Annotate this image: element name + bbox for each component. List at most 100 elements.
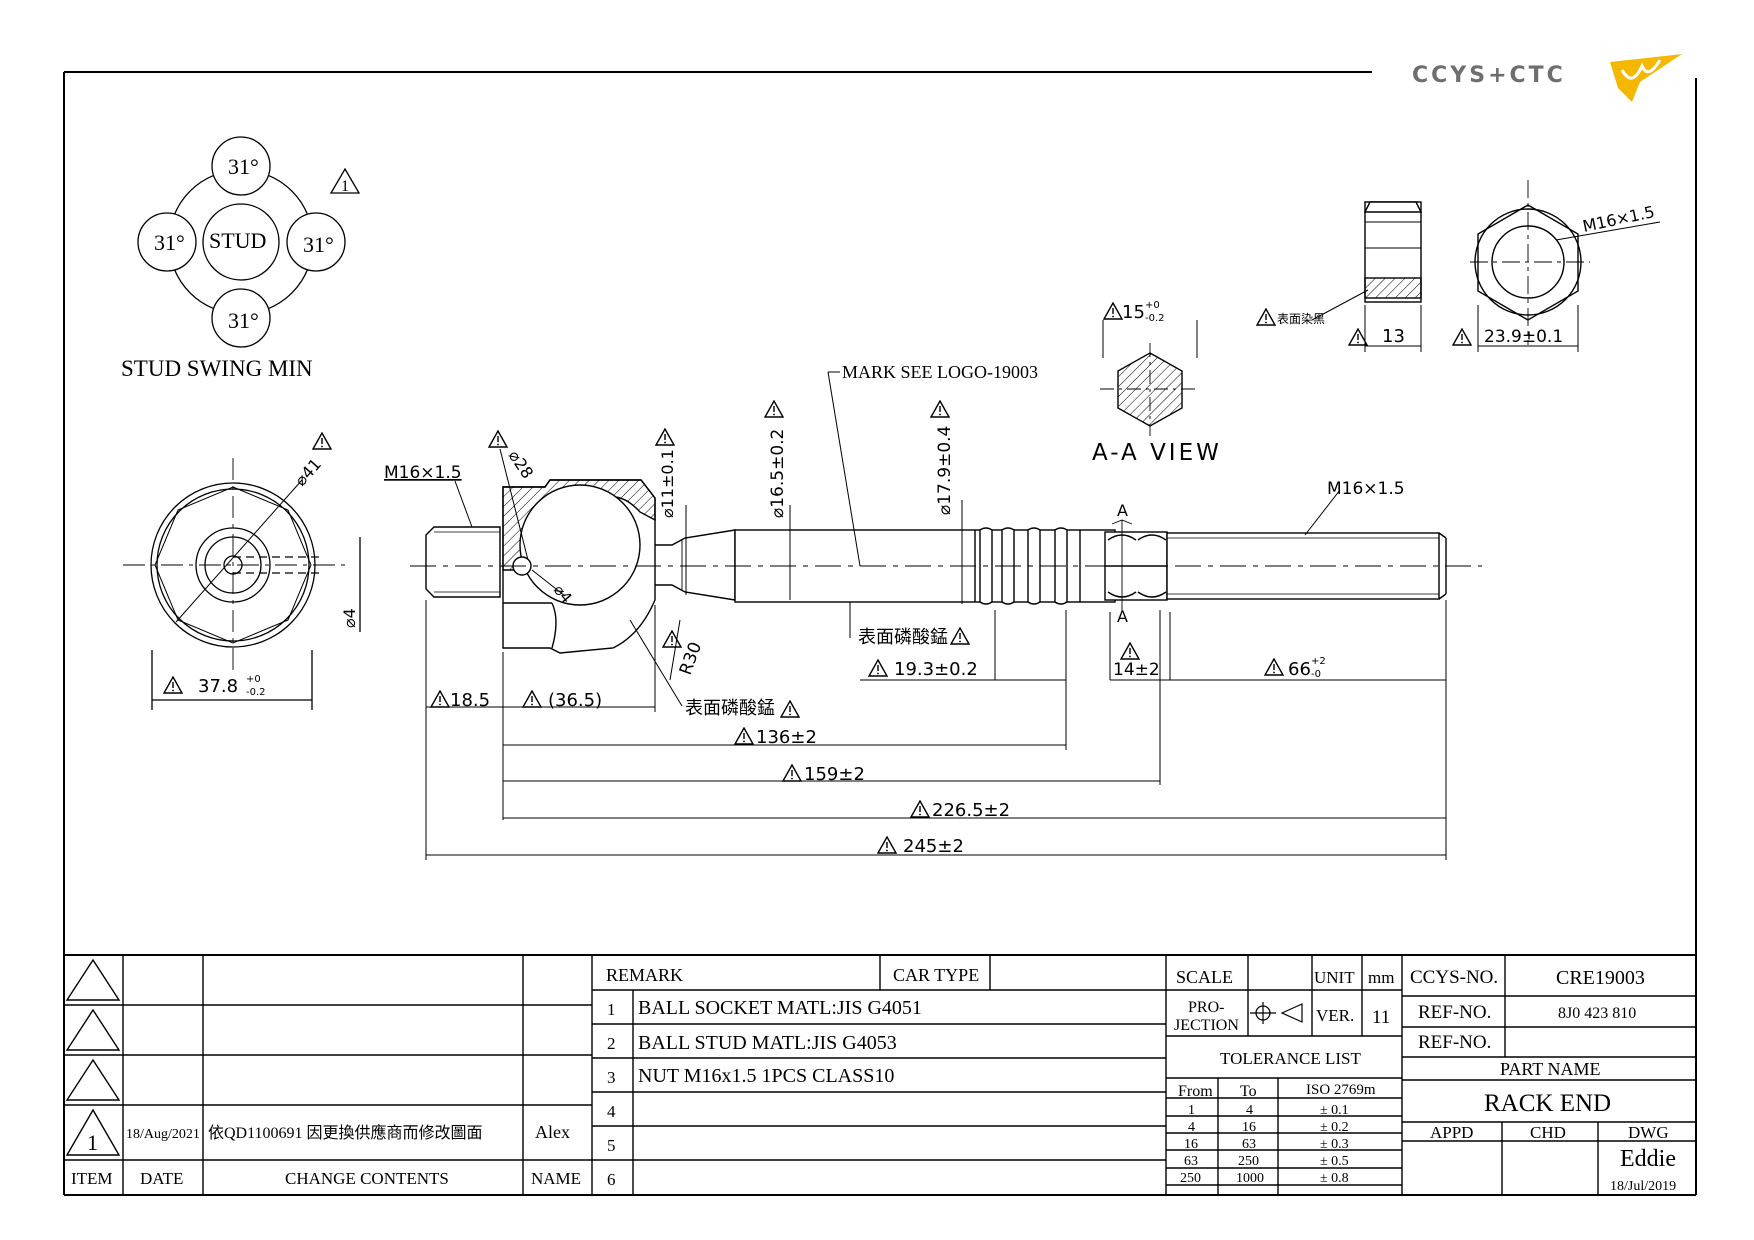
remark-1-text: BALL SOCKET MATL:JIS G4051 [638, 997, 922, 1019]
appd-label: APPD [1430, 1123, 1473, 1142]
dwg-label: DWG [1628, 1123, 1669, 1142]
stud-swing-diagram [137, 136, 346, 348]
dim-w37-8-tol-up: +0 [246, 674, 261, 685]
nut-side-view [1311, 201, 1423, 352]
title-block-grid [1166, 955, 1696, 1195]
tol-r1-val: ± 0.1 [1320, 1103, 1349, 1118]
end-view [123, 458, 361, 710]
rev-row-4-name: Alex [535, 1122, 570, 1142]
rack-end-body [410, 479, 1482, 654]
tol-r4-from: 63 [1184, 1154, 1198, 1169]
rev-header-contents: CHANGE CONTENTS [285, 1169, 449, 1188]
label-surface-black: 表面染黑 [1277, 311, 1325, 326]
label-thread-left: M16×1.5 [384, 463, 462, 483]
ver-label: VER. [1316, 1006, 1354, 1025]
label-section-a-bottom: A [1117, 607, 1128, 626]
revision-table [64, 955, 593, 1195]
dim-hex15-tol-dn: -0.2 [1145, 313, 1165, 324]
label-thread-right: M16×1.5 [1327, 479, 1405, 499]
tolerance-header-to: To [1240, 1083, 1257, 1100]
remarks-header: REMARK [606, 965, 683, 985]
dimension-lines [425, 371, 1447, 860]
dim-l136: 136±2 [756, 727, 817, 748]
remark-2-no: 2 [607, 1034, 616, 1053]
swing-caption: STUD SWING MIN [121, 356, 313, 381]
tolerance-title: TOLERANCE LIST [1220, 1049, 1361, 1068]
dim-nut-thread: M16×1.5 [1581, 202, 1656, 236]
label-section-a-top: A [1117, 501, 1128, 520]
tolerance-header-iso: ISO 2769m [1306, 1082, 1376, 1098]
rev-row-4-contents: 依QD1100691 因更換供應商而修改圖面 [208, 1123, 483, 1142]
remark-3-text: NUT M16x1.5 1PCS CLASS10 [638, 1065, 894, 1087]
dim-d41: ⌀41 [291, 455, 325, 490]
ref-no-label-1: REF-NO. [1418, 1002, 1491, 1023]
dim-d11: ⌀11±0.1 [658, 449, 677, 518]
revision-mark-icon: 1 [329, 167, 361, 195]
tol-r2-from: 4 [1188, 1120, 1195, 1135]
dim-hex15: 15 [1122, 302, 1145, 323]
label-surface-treatment-socket: 表面磷酸錳 [685, 698, 775, 718]
dim-l66-tol-up: +2 [1311, 656, 1326, 667]
dim-hex15-tol-up: +0 [1145, 300, 1160, 311]
remark-3-no: 3 [607, 1068, 616, 1087]
dim-l66: 66 [1288, 659, 1311, 680]
tol-r4-to: 250 [1238, 1154, 1259, 1169]
unit-label: UNIT [1314, 968, 1355, 987]
scale-label: SCALE [1176, 967, 1233, 987]
dim-l66-tol-dn: -0 [1311, 669, 1321, 680]
ver-value: 11 [1372, 1007, 1390, 1028]
logo-emblem-icon [1610, 54, 1682, 102]
dwg-date: 18/Jul/2019 [1610, 1179, 1676, 1194]
dim-d28: ⌀28 [505, 447, 538, 482]
tol-r2-to: 16 [1242, 1120, 1256, 1135]
dim-l226-5: 226.5±2 [932, 800, 1010, 821]
tolerance-header-from: From [1178, 1083, 1213, 1100]
tol-r4-val: ± 0.5 [1320, 1154, 1349, 1169]
tol-r5-from: 250 [1180, 1171, 1201, 1186]
dim-l36-5: (36.5) [548, 690, 602, 711]
swing-center-label: STUD [209, 228, 266, 253]
tol-r1-from: 1 [1188, 1103, 1195, 1118]
remark-6-no: 6 [607, 1170, 616, 1189]
rev-header-item: ITEM [71, 1169, 113, 1188]
dim-l159: 159±2 [804, 764, 865, 785]
remark-5-no: 5 [607, 1136, 616, 1155]
dim-w37-8: 37.8 [198, 676, 238, 697]
part-name-value: RACK END [1484, 1090, 1611, 1117]
tol-r5-val: ± 0.8 [1320, 1171, 1349, 1186]
swing-left-value: 31° [154, 230, 185, 255]
projection-label-2: JECTION [1174, 1017, 1239, 1034]
remark-2-text: BALL STUD MATL:JIS G4053 [638, 1032, 897, 1054]
dim-l19-3: 19.3±0.2 [894, 659, 978, 680]
svg-text:1: 1 [341, 178, 349, 195]
swing-top-value: 31° [228, 154, 259, 179]
projection-label-1: PRO- [1188, 999, 1224, 1016]
tol-r1-to: 4 [1246, 1103, 1253, 1118]
dim-nut23-9: 23.9±0.1 [1484, 327, 1563, 347]
label-mark-logo: MARK SEE LOGO-19003 [842, 362, 1038, 382]
swing-right-value: 31° [303, 232, 334, 257]
rev-header-name: NAME [531, 1169, 581, 1188]
ref-no-label-2: REF-NO. [1418, 1032, 1491, 1053]
remark-4-no: 4 [607, 1102, 616, 1121]
dwg-name: Eddie [1620, 1146, 1676, 1172]
dim-l18-5: 18.5 [450, 690, 490, 711]
projection-symbol-icon [1250, 1002, 1303, 1024]
label-surface-treatment-shaft: 表面磷酸錳 [858, 627, 948, 647]
nut-front-view [1470, 180, 1661, 352]
remarks-table [592, 955, 1167, 1195]
aa-section-view [1100, 320, 1200, 436]
tol-r3-val: ± 0.3 [1320, 1137, 1349, 1152]
dim-d16-5: ⌀16.5±0.2 [768, 429, 788, 518]
tol-r3-from: 16 [1184, 1137, 1198, 1152]
ref-no-value-1: 8J0 423 810 [1558, 1005, 1636, 1022]
dim-d17-9: ⌀17.9±0.4 [935, 426, 955, 515]
tol-r3-to: 63 [1242, 1137, 1256, 1152]
rev-row-4-date: 18/Aug/2021 [126, 1127, 200, 1142]
dim-w37-8-tol-dn: -0.2 [246, 687, 266, 698]
rev-header-date: DATE [140, 1169, 183, 1188]
logo-text: CCYS+CTC [1412, 63, 1566, 88]
dim-l245: 245±2 [903, 836, 964, 857]
chd-label: CHD [1530, 1123, 1566, 1142]
